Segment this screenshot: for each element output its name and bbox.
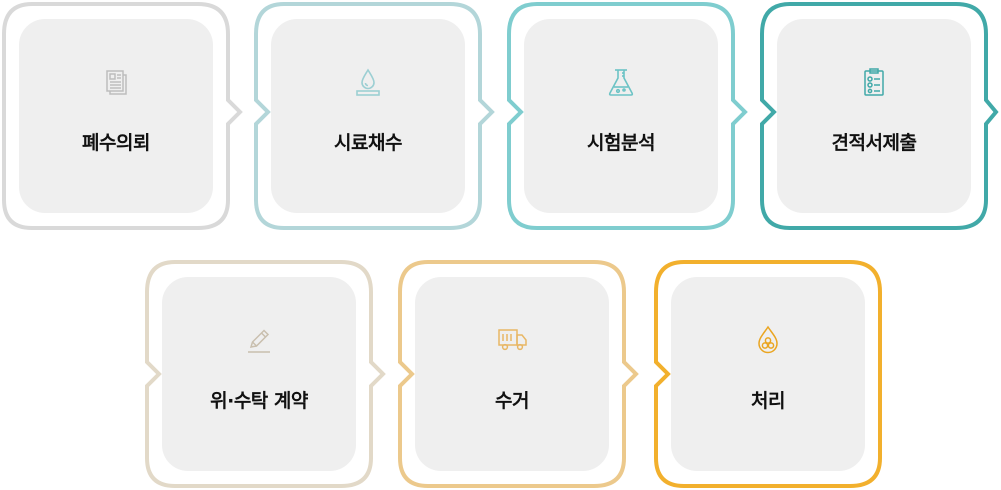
- step-card: 처리: [671, 277, 865, 471]
- process-step-sampling: 시료채수: [254, 2, 502, 232]
- process-step-analysis: 시험분석: [507, 2, 755, 232]
- step-frame: [654, 260, 882, 488]
- step-card: 견적서제출: [777, 19, 971, 213]
- drop-circles-icon: [752, 324, 784, 356]
- truck-icon: [496, 324, 528, 356]
- step-frame: [145, 260, 386, 488]
- process-step-collection: 수거: [398, 260, 646, 490]
- process-step-contract: 위·수탁 계약: [145, 260, 393, 490]
- step-card: 폐수의뢰: [19, 19, 213, 213]
- step-card: 수거: [415, 277, 609, 471]
- step-label: 시료채수: [334, 132, 402, 154]
- flask-icon: [605, 66, 637, 98]
- step-label: 견적서제출: [831, 132, 917, 154]
- step-label: 수거: [495, 390, 529, 412]
- clipboard-icon: [858, 66, 890, 98]
- step-frame: [507, 2, 748, 230]
- step-card: 시험분석: [524, 19, 718, 213]
- document-icon: [100, 66, 132, 98]
- step-card: 시료채수: [271, 19, 465, 213]
- step-label: 위·수탁 계약: [210, 390, 308, 412]
- step-frame: [254, 2, 495, 230]
- process-step-quotation: 견적서제출: [760, 2, 1001, 232]
- step-label: 시험분석: [587, 132, 655, 154]
- water-drop-icon: [352, 66, 384, 98]
- pencil-icon: [243, 324, 275, 356]
- process-step-request: 폐수의뢰: [2, 2, 250, 232]
- step-card: 위·수탁 계약: [162, 277, 356, 471]
- step-frame: [398, 260, 639, 488]
- step-frame: [2, 2, 243, 230]
- step-frame: [760, 2, 999, 230]
- process-step-treatment: 처리: [654, 260, 902, 490]
- step-label: 폐수의뢰: [82, 132, 150, 154]
- step-label: 처리: [751, 390, 785, 412]
